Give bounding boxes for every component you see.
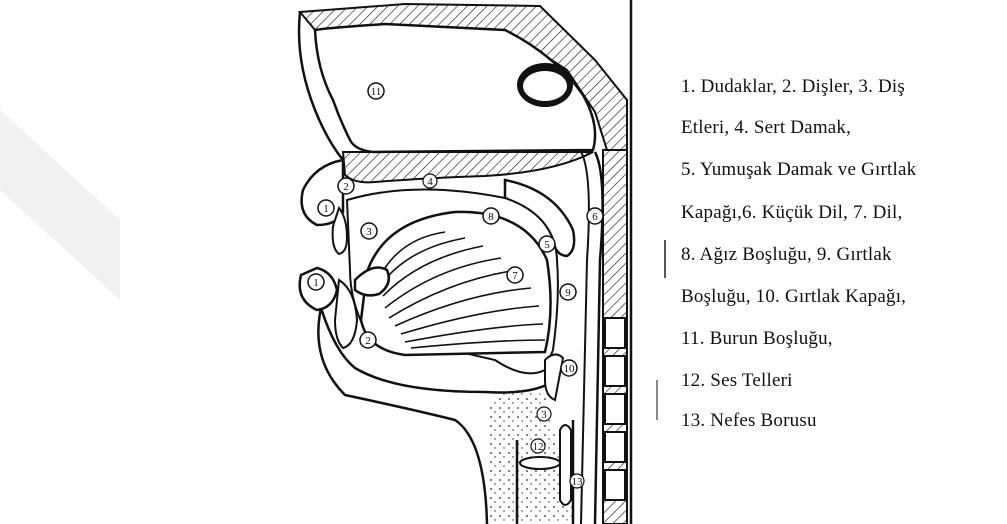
svg-text:10: 10 [564,363,576,375]
vertebrae [605,318,625,500]
legend-line: Boşluğu, 10. Gırtlak Kapağı, [681,286,906,308]
legend-line: 1. Dudaklar, 2. Dişler, 3. Diş [681,76,905,98]
marker-11: 11 [368,83,384,99]
hard-palate [343,152,593,182]
vocal-tract-diagram: 11 1 2 4 3 8 5 6 1 2 7 9 10 3 12 13 [255,0,655,524]
legend-line: 8. Ağız Boşluğu, 9. Gırtlak [681,244,892,266]
svg-text:1: 1 [323,203,329,215]
legend-line: 5. Yumuşak Damak ve Gırtlak [681,159,916,181]
marker-9: 9 [560,284,576,300]
svg-text:13: 13 [572,476,584,488]
legend-line: 12. Ses Telleri [681,370,793,392]
marker-3-lower: 3 [537,407,551,421]
legend-line: 13. Nefes Borusu [681,410,817,432]
marker-8: 8 [483,208,499,224]
marker-1-lower: 1 [308,274,324,290]
svg-text:5: 5 [544,239,550,251]
pharynx-wall-inner [580,150,589,524]
svg-text:8: 8 [488,211,494,223]
svg-text:12: 12 [533,441,544,453]
svg-text:4: 4 [427,176,433,188]
svg-text:3: 3 [366,226,372,238]
marker-2-upper: 2 [338,178,354,194]
marker-13: 13 [570,474,584,488]
watermark-shape [0,0,160,524]
marker-7: 7 [507,267,523,283]
legend-line: 11. Burun Boşluğu, [681,328,833,350]
svg-text:11: 11 [371,86,382,98]
marker-3-upper: 3 [361,223,377,239]
separator-tick [664,240,666,278]
separator-tick-lower [656,380,658,420]
epiglottis [545,354,563,400]
marker-12: 12 [531,439,545,453]
vocal-cords [520,457,560,469]
marker-1-upper: 1 [318,200,334,216]
svg-text:1: 1 [313,277,319,289]
marker-4: 4 [423,174,437,188]
svg-text:9: 9 [565,287,571,299]
svg-text:7: 7 [512,270,518,282]
marker-10: 10 [561,360,577,376]
marker-2-lower: 2 [360,332,376,348]
legend-line: Kapağı,6. Küçük Dil, 7. Dil, [681,202,902,224]
svg-text:3: 3 [541,409,547,421]
svg-text:2: 2 [343,181,349,193]
marker-5: 5 [539,236,555,252]
esophagus [560,425,571,505]
marker-6: 6 [587,208,603,224]
svg-text:6: 6 [592,211,598,223]
legend-line: Etleri, 4. Sert Damak, [681,117,851,139]
svg-text:2: 2 [365,335,371,347]
